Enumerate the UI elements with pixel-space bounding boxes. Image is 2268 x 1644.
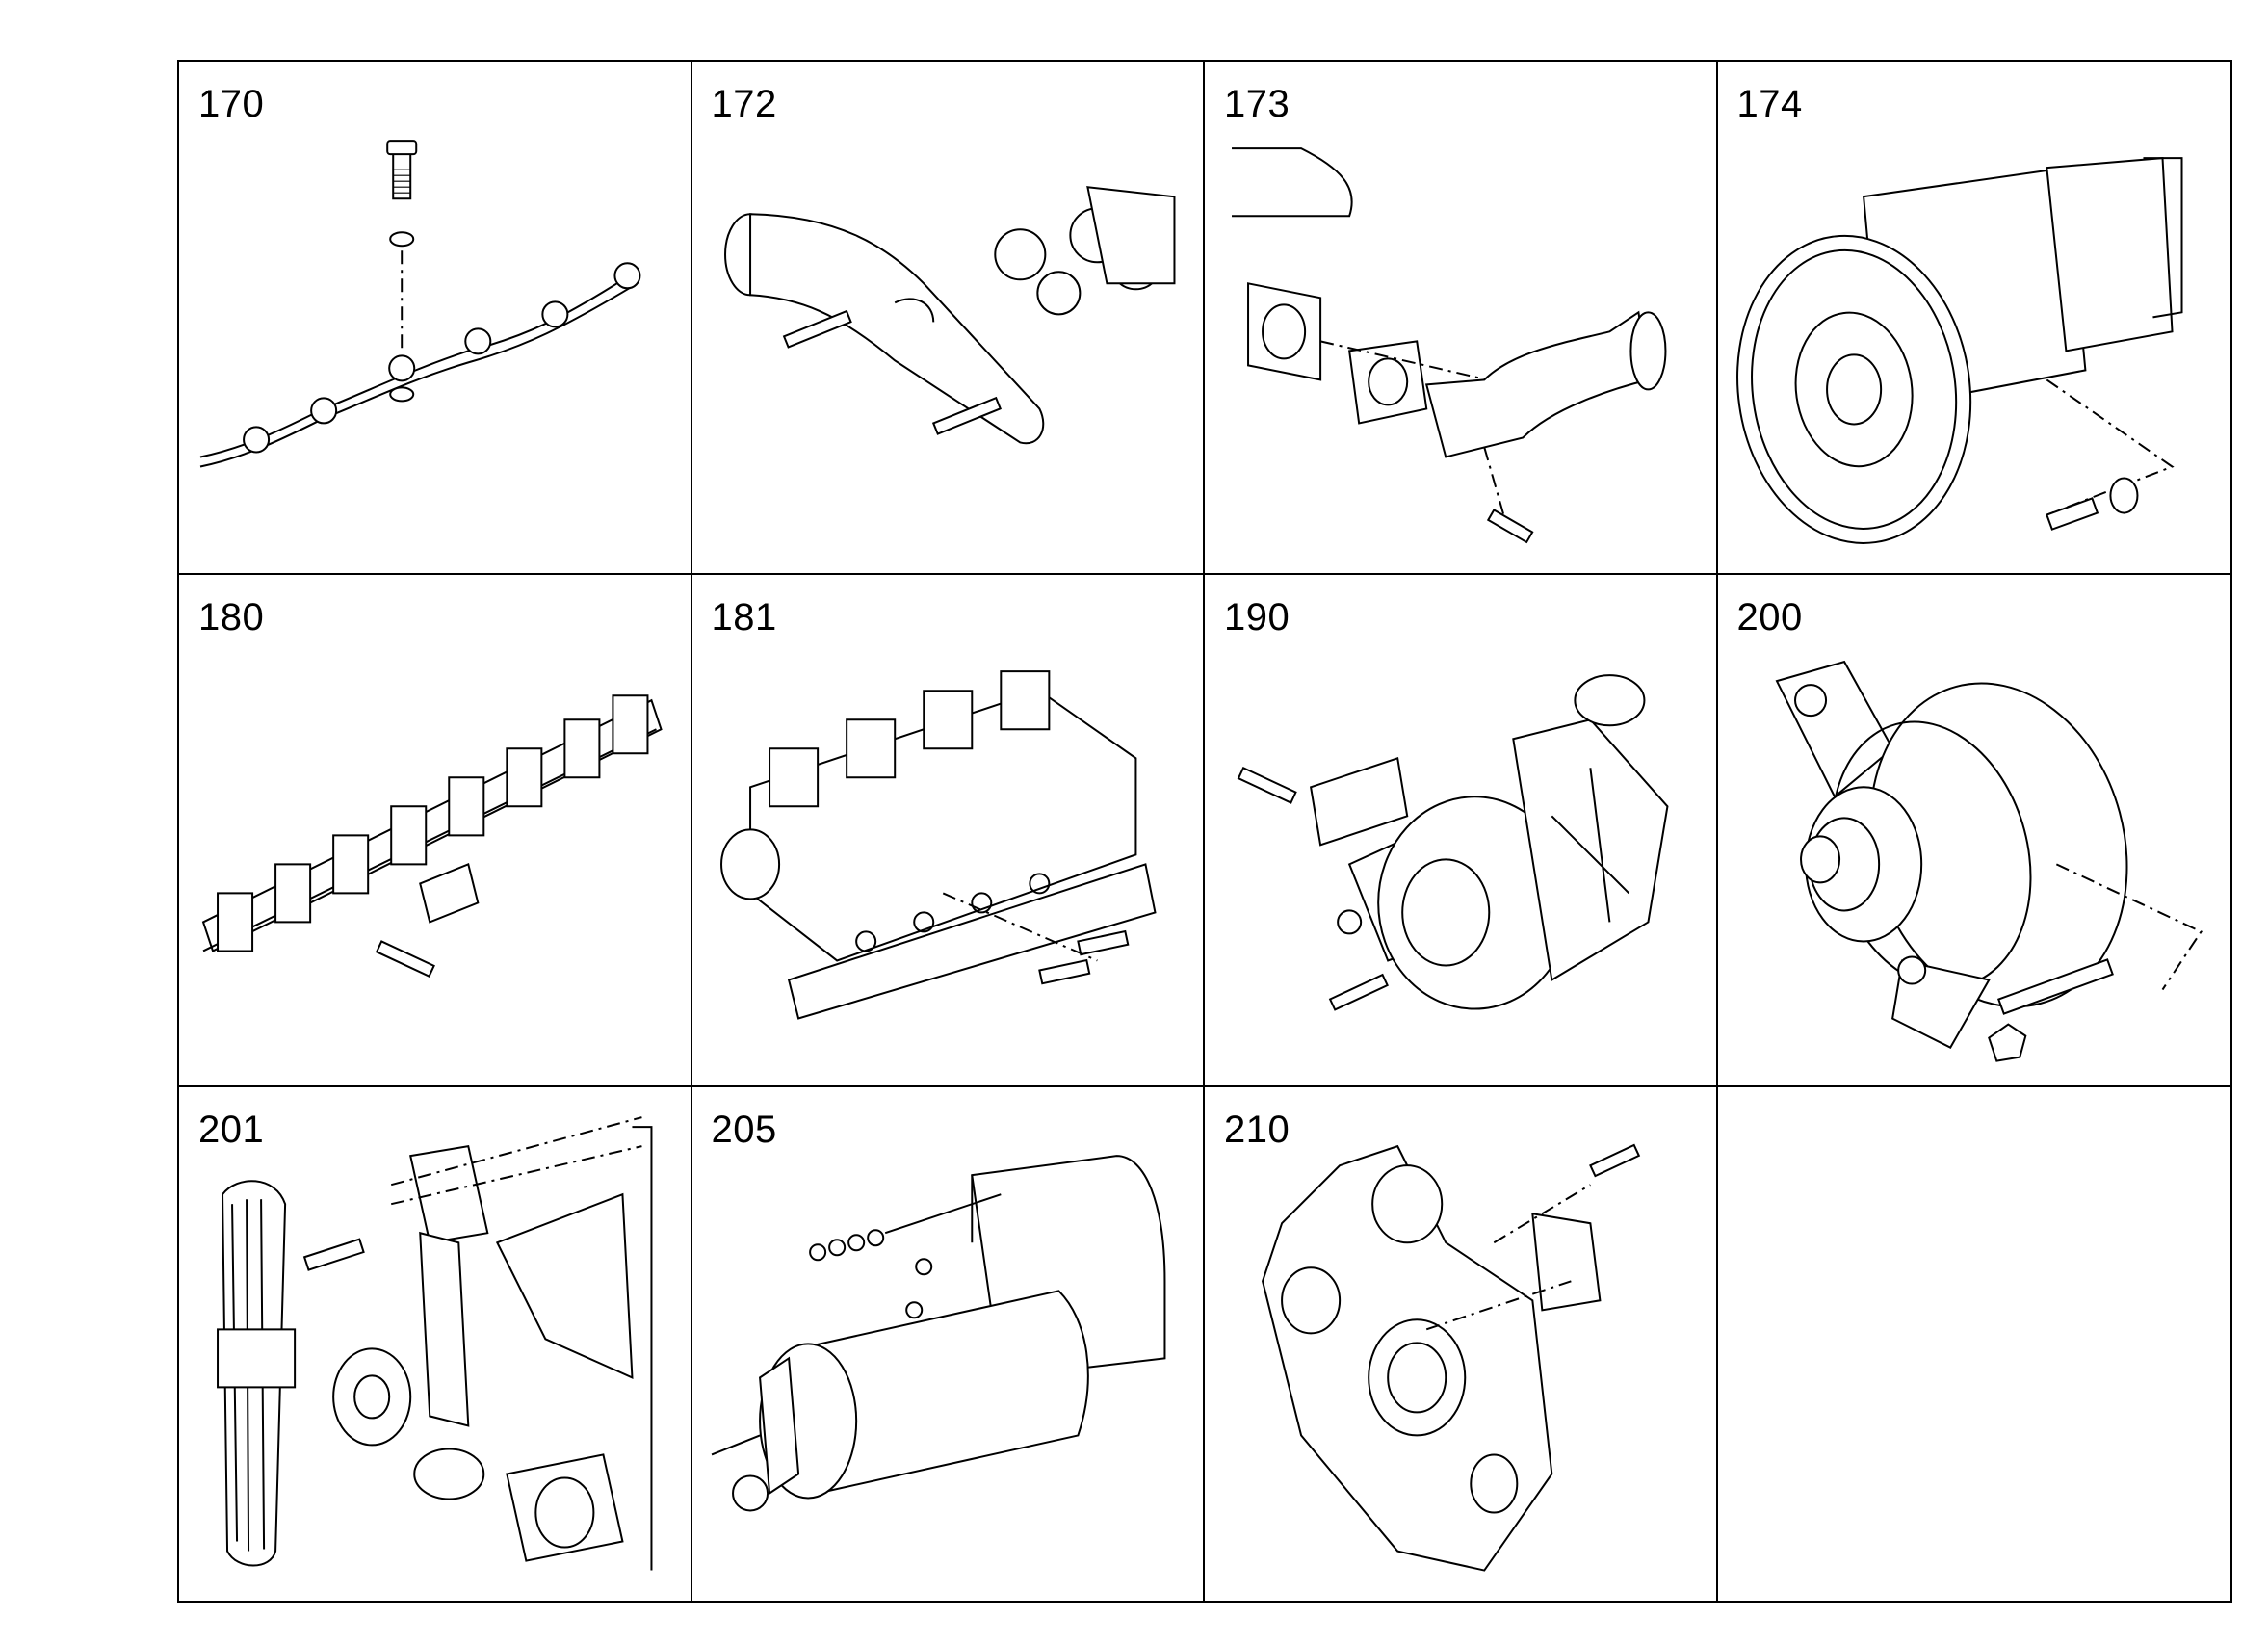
cell-empty [1717,1087,2230,1601]
cell-label-170: 170 [198,83,265,125]
cell-200[interactable]: 200 [1717,574,2231,1088]
alternator-illustration [1718,575,2231,1086]
coolant-pipe-illustration [1205,62,1716,573]
cell-label-173: 173 [1224,83,1290,125]
cell-label-172: 172 [711,83,777,125]
cylinder-head-illustration [692,575,1204,1086]
cell-label-205: 205 [711,1109,777,1152]
cell-label-174: 174 [1736,83,1803,125]
cell-190[interactable]: 190 [1205,574,1718,1088]
timing-cover-illustration [1205,1087,1716,1601]
cell-173[interactable]: 173 [1205,62,1718,575]
cell-label-210: 210 [1224,1109,1290,1152]
starter-motor-illustration [692,1087,1204,1601]
cell-label-200: 200 [1736,595,1803,639]
cell-210[interactable]: 210 [1205,1087,1718,1601]
cell-174[interactable]: 174 [1717,62,2231,575]
parts-index-grid: 170 172 173 [177,60,2232,1603]
cell-label-181: 181 [711,595,777,639]
thermostat-housing-illustration [692,62,1204,573]
cell-172[interactable]: 172 [691,62,1205,575]
belt-tensioner-illustration [179,1087,691,1601]
cell-label-180: 180 [198,595,265,639]
turbocharger-illustration [1205,575,1716,1086]
cell-170[interactable]: 170 [179,62,692,575]
cell-180[interactable]: 180 [179,574,692,1088]
cell-181[interactable]: 181 [691,574,1205,1088]
cell-label-190: 190 [1224,595,1290,639]
cell-205[interactable]: 205 [691,1087,1205,1601]
cell-label-201: 201 [198,1109,265,1152]
cell-201[interactable]: 201 [179,1087,692,1601]
rocker-shaft-illustration [179,575,691,1086]
water-pump-illustration [1718,62,2231,573]
injector-line-illustration [179,62,691,573]
